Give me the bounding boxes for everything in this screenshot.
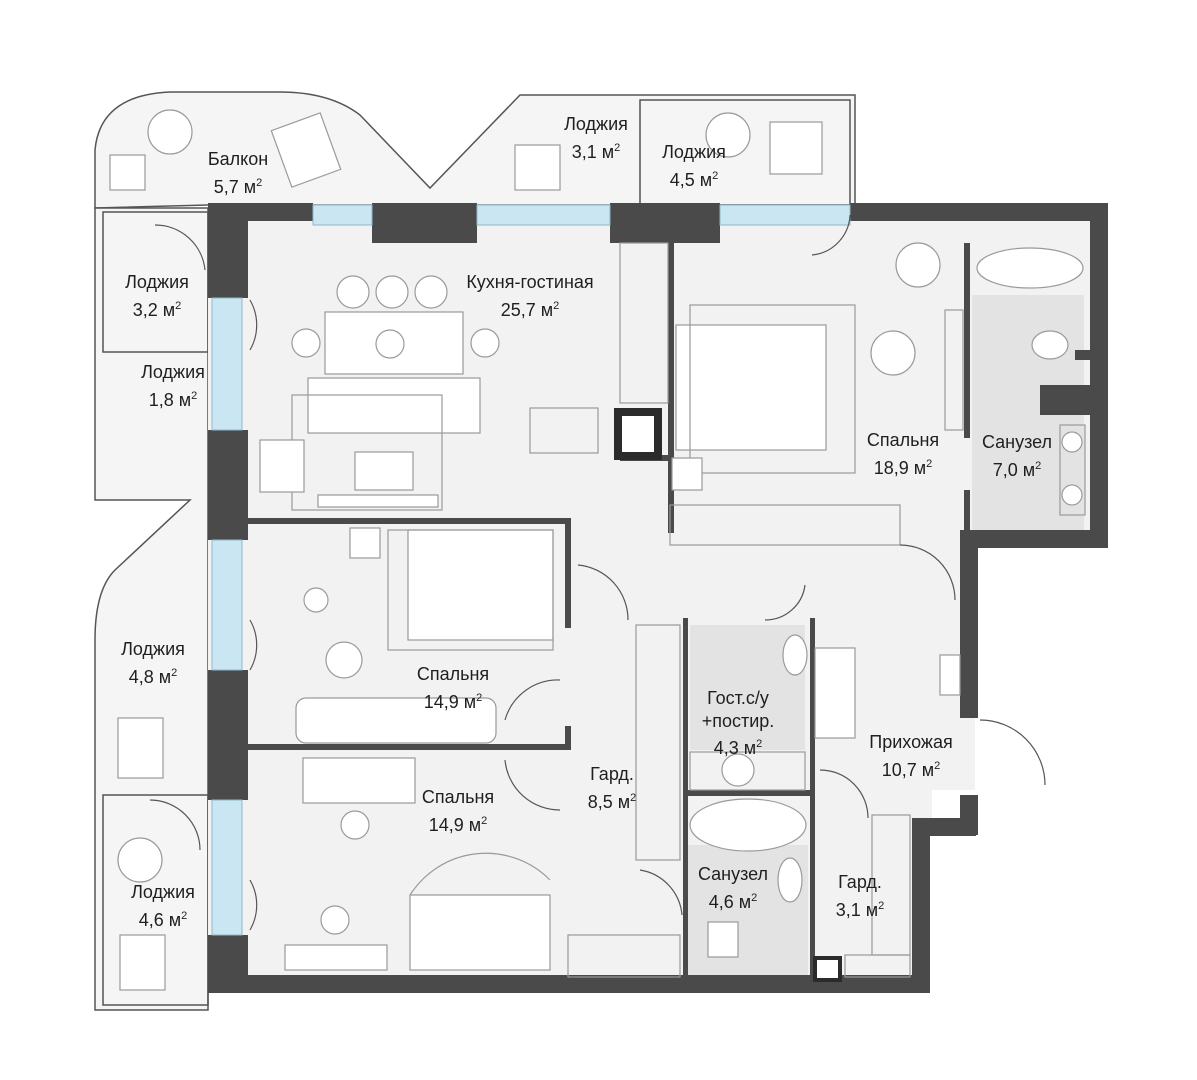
room-label-loggia-left-top: Лоджия 3,2 м2 bbox=[125, 270, 189, 322]
room-name: Спальня bbox=[866, 430, 940, 450]
room-label-loggia-top-center: Лоджия 3,1 м2 bbox=[564, 112, 628, 164]
room-name: Прихожая bbox=[869, 732, 953, 752]
furniture bbox=[109, 109, 1086, 991]
walls bbox=[208, 203, 1108, 993]
room-label-master-bedroom: Спальня 18,9 м2 bbox=[867, 428, 939, 480]
room-area: 14,9 м2 bbox=[428, 815, 488, 835]
room-name: Лоджия bbox=[564, 114, 628, 134]
room-area: 14,9 м2 bbox=[423, 692, 483, 712]
room-name: Гост.с/у +постир. bbox=[701, 688, 775, 731]
room-name: Лоджия bbox=[121, 639, 185, 659]
room-area: 4,6 м2 bbox=[138, 910, 188, 930]
doors bbox=[149, 214, 1046, 931]
room-name: Лоджия bbox=[125, 272, 189, 292]
room-name: Кухня-гостиная bbox=[466, 272, 594, 292]
room-area: 3,2 м2 bbox=[132, 300, 182, 320]
room-area: 25,7 м2 bbox=[500, 300, 560, 320]
room-name: Спальня bbox=[421, 787, 495, 807]
room-label-loggia-left-lower: Лоджия 4,8 м2 bbox=[121, 637, 185, 689]
room-name: Лоджия bbox=[141, 362, 205, 382]
room-area: 1,8 м2 bbox=[148, 390, 198, 410]
room-area: 7,0 м2 bbox=[992, 460, 1042, 480]
room-label-loggia-top-right: Лоджия 4,5 м2 bbox=[662, 140, 726, 192]
room-area: 3,1 м2 bbox=[835, 900, 885, 920]
room-name: Лоджия bbox=[131, 882, 195, 902]
room-area: 18,9 м2 bbox=[873, 458, 933, 478]
windows bbox=[211, 204, 851, 936]
room-label-bedroom-lower: Спальня 14,9 м2 bbox=[422, 785, 494, 837]
room-label-bedroom-middle: Спальня 14,9 м2 bbox=[417, 662, 489, 714]
room-area: 8,5 м2 bbox=[587, 792, 637, 812]
room-label-wardrobe-large: Гард. 8,5 м2 bbox=[588, 762, 637, 814]
room-label-kitchen-living: Кухня-гостиная 25,7 м2 bbox=[466, 270, 593, 322]
room-area: 4,5 м2 bbox=[669, 170, 719, 190]
room-area: 10,7 м2 bbox=[881, 760, 941, 780]
room-area: 4,3 м2 bbox=[713, 738, 763, 758]
room-area: 3,1 м2 bbox=[571, 142, 621, 162]
room-label-guest-bathroom: Гост.с/у +постир. 4,3 м2 bbox=[702, 664, 775, 783]
room-label-wardrobe-small: Гард. 3,1 м2 bbox=[836, 870, 885, 922]
fixtures bbox=[529, 242, 964, 978]
room-name: Лоджия bbox=[662, 142, 726, 162]
room-label-balcony: Балкон 5,7 м2 bbox=[208, 147, 268, 199]
room-area: 4,6 м2 bbox=[708, 892, 758, 912]
room-label-bathroom-lower: Санузел 4,6 м2 bbox=[698, 862, 768, 914]
room-label-master-bathroom: Санузел 7,0 м2 bbox=[982, 430, 1052, 482]
room-name: Гард. bbox=[838, 872, 882, 892]
room-area: 4,8 м2 bbox=[128, 667, 178, 687]
room-label-hallway: Прихожая 10,7 м2 bbox=[869, 730, 952, 782]
room-area: 5,7 м2 bbox=[213, 177, 263, 197]
room-label-loggia-left-bottom: Лоджия 4,6 м2 bbox=[131, 880, 195, 932]
room-label-loggia-left-mid: Лоджия 1,8 м2 bbox=[141, 360, 205, 412]
room-name: Гард. bbox=[590, 764, 634, 784]
room-name: Спальня bbox=[416, 664, 490, 684]
room-name: Санузел bbox=[697, 864, 769, 884]
room-name: Балкон bbox=[207, 149, 269, 169]
room-name: Санузел bbox=[981, 432, 1053, 452]
